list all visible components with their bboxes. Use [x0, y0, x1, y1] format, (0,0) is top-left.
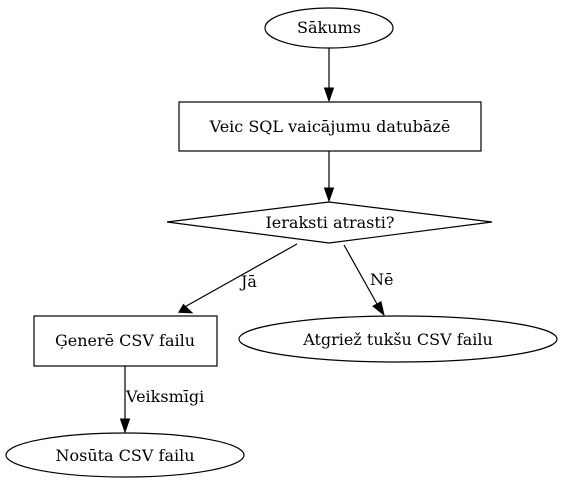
node-start: Sākums: [264, 7, 394, 49]
node-generate: Ģenerē CSV failu: [33, 315, 218, 367]
decision-label: Ieraksti atrasti?: [265, 213, 394, 232]
edge-label-success: Veiksmīgi: [125, 387, 204, 406]
connector-line: [180, 243, 298, 310]
empty-label: Atgriež tukšu CSV failu: [302, 330, 493, 349]
query-label: Veic SQL vaicājumu datubāzē: [209, 117, 451, 136]
generate-label: Ģenerē CSV failu: [55, 331, 195, 350]
edges: Jā Nē Veiksmīgi: [119, 48, 393, 434]
edge-label-yes: Jā: [239, 272, 257, 291]
start-label: Sākums: [297, 18, 361, 37]
arrowhead-icon: [119, 418, 131, 434]
node-decision: Ieraksti atrasti?: [166, 201, 493, 244]
start-ellipse: [264, 7, 394, 49]
arrowhead-icon: [178, 303, 194, 314]
empty-ellipse: [238, 315, 558, 363]
node-query: Veic SQL vaicājumu datubāzē: [178, 101, 482, 152]
arrowhead-icon: [372, 301, 385, 317]
send-ellipse: [5, 432, 245, 478]
edge-query-to-decision: [323, 151, 335, 203]
generate-box: [33, 315, 218, 367]
edge-decision-to-generate: Jā: [178, 243, 298, 314]
node-send: Nosūta CSV failu: [5, 432, 245, 478]
connector-line: [343, 244, 378, 305]
edge-label-no: Nē: [370, 270, 393, 289]
edge-decision-to-empty: Nē: [343, 244, 393, 317]
query-box: [178, 101, 482, 152]
edge-start-to-query: [323, 48, 335, 103]
arrowhead-icon: [323, 187, 335, 203]
arrowhead-icon: [323, 87, 335, 103]
node-empty: Atgriež tukšu CSV failu: [238, 315, 558, 363]
nodes: Sākums Veic SQL vaicājumu datubāzē Ierak…: [5, 7, 558, 478]
decision-diamond: [166, 201, 493, 244]
edge-generate-to-send: Veiksmīgi: [119, 366, 204, 434]
send-label: Nosūta CSV failu: [55, 446, 194, 465]
